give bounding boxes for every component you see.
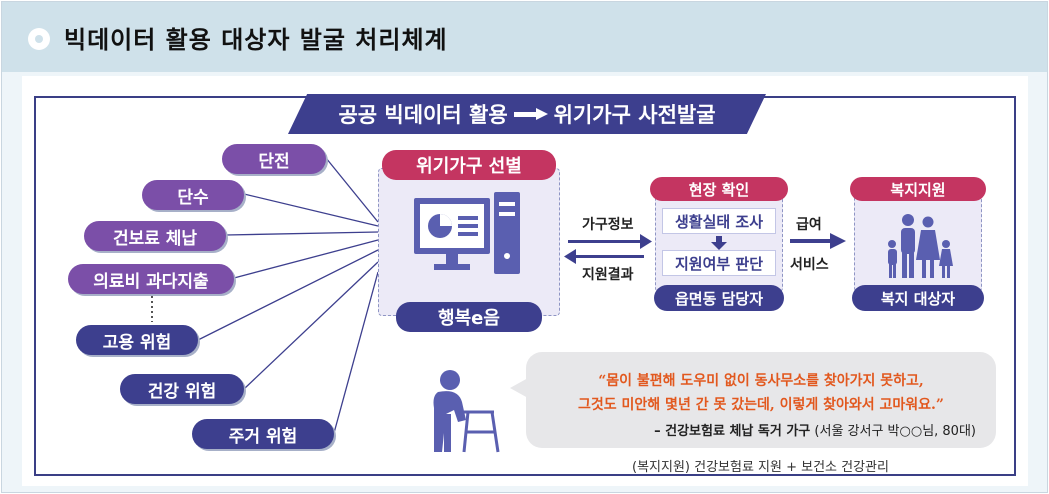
field-header: 현장 확인: [650, 177, 788, 201]
welfare-header: 복지지원: [850, 177, 986, 201]
section-title: 빅데이터 활용 대상자 발굴 처리체계: [64, 26, 448, 54]
computer-chart-icon: [414, 192, 520, 274]
testimonial-attribution-bold: – 건강보험료 체납 독거 가구: [654, 424, 811, 439]
risk-pill-water: 단수: [142, 180, 244, 210]
family-icon: [888, 214, 953, 278]
bullet-icon: [28, 28, 50, 50]
field-step-decision: 지원여부 판단: [662, 250, 776, 276]
risk-pill-housing: 주거 위험: [192, 419, 334, 449]
flow-label-support-result: 지원결과: [582, 267, 634, 283]
risk-pill-employment: 고용 위험: [76, 325, 198, 355]
banner-right-text: 위기가구 사전발굴: [553, 103, 716, 127]
risk-pill-electricity: 단전: [222, 144, 326, 174]
center-header: 위기가구 선별: [382, 150, 556, 180]
section-header: 빅데이터 활용 대상자 발굴 처리체계: [2, 2, 1047, 72]
elderly-walker-icon: [433, 370, 500, 453]
center-footer: 행복e음: [396, 302, 542, 332]
support-footnote: (복지지원) 건강보험료 지원 + 보건소 건강관리: [632, 460, 889, 475]
field-step-survey: 생활실태 조사: [662, 208, 776, 234]
testimonial-bubble: “몸이 불편해 도우미 없이 동사무소를 찾아가지 못하고, 그것도 미안해 몇…: [526, 352, 996, 448]
testimonial-attribution-detail: (서울 강서구 박○○님, 80대): [814, 424, 976, 439]
flow-label-service: 서비스: [790, 257, 829, 273]
risk-pill-medical-expense: 의료비 과다지출: [68, 264, 234, 294]
flow-label-benefit: 급여: [796, 217, 822, 233]
testimonial-line-1: “몸이 불편해 도우미 없이 동사무소를 찾아가지 못하고,: [598, 373, 924, 389]
arrow-right-icon: [513, 108, 548, 120]
field-footer: 읍면동 담당자: [654, 285, 784, 311]
welfare-box: [854, 192, 982, 292]
testimonial-attribution: – 건강보험료 체납 독거 가구 (서울 강서구 박○○님, 80대): [654, 420, 976, 439]
arrow-down-icon: [711, 236, 727, 250]
quote-bubble-tail: [510, 378, 528, 398]
risk-pill-health: 건강 위험: [120, 374, 244, 404]
banner-left-text: 공공 빅데이터 활용: [338, 103, 508, 127]
flow-label-household-info: 가구정보: [582, 217, 634, 233]
risk-pill-health-insurance-arrears: 건보료 체납: [84, 221, 226, 251]
diagram-banner: 공공 빅데이터 활용 위기가구 사전발굴: [288, 94, 766, 134]
welfare-footer: 복지 대상자: [852, 285, 984, 311]
testimonial-line-2: 그것도 미안해 몇년 간 못 갔는데, 이렇게 찾아와서 고마워요.”: [578, 397, 944, 413]
